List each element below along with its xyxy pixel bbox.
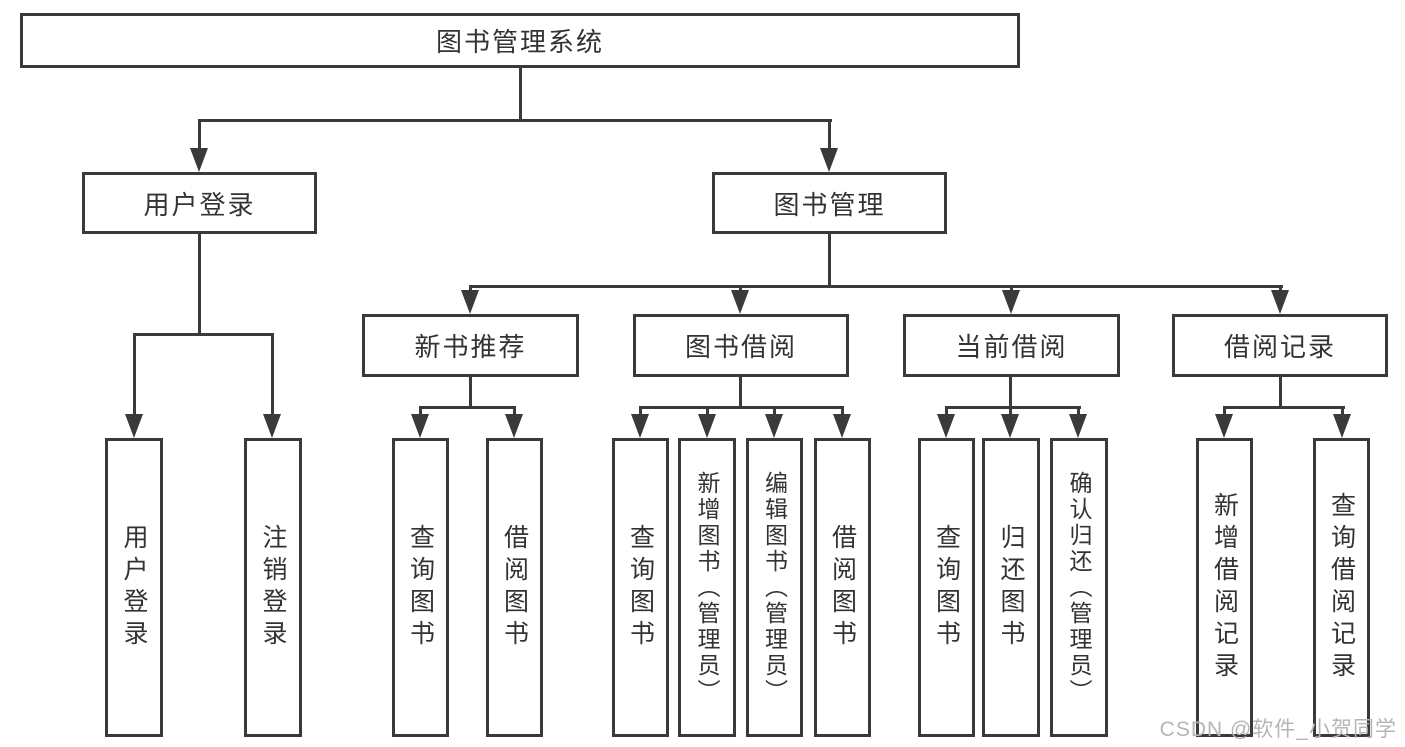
connector-current-drop-1 <box>945 406 948 416</box>
arrowhead-borrow-query <box>631 414 649 438</box>
arrowhead-user-login <box>190 148 208 172</box>
connector-user-bar <box>133 333 274 336</box>
node-new-books: 新书推荐 <box>362 314 579 377</box>
arrowhead-current-query <box>937 414 955 438</box>
leaf-current-confirm: 确认归还（管理员） <box>1050 438 1108 737</box>
node-current-borrow-label: 当前借阅 <box>955 332 1068 362</box>
connector-current-bar <box>945 406 1081 409</box>
node-user-login-label: 用户登录 <box>143 189 256 220</box>
leaf-borrow-edit: 编辑图书（管理员） <box>746 438 803 737</box>
leaf-current-return-label: 归还图书 <box>997 523 1025 652</box>
arrowhead-current-return <box>1001 414 1019 438</box>
connector-records-stem <box>1279 375 1282 409</box>
arrowhead-book-mgmt <box>820 148 838 172</box>
leaf-borrow-query-label: 查询图书 <box>626 523 655 652</box>
connector-mgmt-stem <box>828 232 831 288</box>
leaf-current-confirm-label: 确认归还（管理员） <box>1066 470 1092 705</box>
connector-user-drop-right <box>271 333 274 416</box>
leaf-borrow-query: 查询图书 <box>612 438 669 737</box>
connector-borrow-bar <box>639 406 844 409</box>
leaf-newbooks-borrow: 借阅图书 <box>486 438 543 737</box>
connector-mgmt-drop-3 <box>1010 285 1013 294</box>
node-book-borrow-label: 图书借阅 <box>684 332 797 362</box>
leaf-records-add-label: 新增借阅记录 <box>1210 491 1239 684</box>
arrowhead-current-borrow <box>1002 290 1020 314</box>
node-user-login: 用户登录 <box>82 172 317 234</box>
leaf-current-query-label: 查询图书 <box>932 523 961 652</box>
connector-mgmt-bar <box>469 285 1283 288</box>
node-book-borrow: 图书借阅 <box>633 314 849 377</box>
node-root: 图书管理系统 <box>20 13 1020 68</box>
connector-root-stem <box>519 66 522 122</box>
leaf-borrow-add-label: 新增图书（管理员） <box>694 470 720 705</box>
watermark-text: CSDN @软件_小贺同学 <box>1159 718 1397 741</box>
leaf-borrow-borrow-label: 借阅图书 <box>828 523 857 652</box>
leaf-borrow-edit-label: 编辑图书（管理员） <box>761 470 788 705</box>
connector-borrow-drop-2 <box>706 406 709 416</box>
arrowhead-leaf-logout <box>263 414 281 438</box>
connector-borrow-stem <box>739 375 742 409</box>
arrowhead-newbooks-query <box>411 414 429 438</box>
leaf-records-add: 新增借阅记录 <box>1196 438 1253 737</box>
node-borrow-records: 借阅记录 <box>1172 314 1388 377</box>
connector-newbooks-bar <box>419 406 516 409</box>
node-new-books-label: 新书推荐 <box>414 332 527 362</box>
connector-current-stem <box>1009 375 1012 409</box>
leaf-current-query: 查询图书 <box>918 438 975 737</box>
node-current-borrow: 当前借阅 <box>903 314 1120 377</box>
connector-newbooks-stem <box>469 375 472 409</box>
connector-borrow-drop-3 <box>773 406 776 416</box>
arrowhead-new-books <box>461 290 479 314</box>
connector-mgmt-drop-1 <box>469 285 472 294</box>
arrowhead-records-add <box>1215 414 1233 438</box>
node-book-mgmt: 图书管理 <box>712 172 947 234</box>
leaf-newbooks-query: 查询图书 <box>392 438 449 737</box>
connector-root-drop-right <box>828 119 831 151</box>
connector-newbooks-drop-2 <box>513 406 516 416</box>
leaf-logout: 注销登录 <box>244 438 302 737</box>
arrowhead-book-borrow <box>731 290 749 314</box>
arrowhead-newbooks-borrow <box>505 414 523 438</box>
connector-user-drop-left <box>133 333 136 416</box>
arrowhead-borrow-add <box>698 414 716 438</box>
connector-borrow-drop-1 <box>639 406 642 416</box>
connector-records-drop-2 <box>1341 406 1344 416</box>
arrowhead-borrow-records <box>1271 290 1289 314</box>
connector-current-drop-2 <box>1009 406 1012 416</box>
leaf-newbooks-query-label: 查询图书 <box>406 523 435 652</box>
node-book-mgmt-label: 图书管理 <box>773 189 886 220</box>
node-root-label: 图书管理系统 <box>435 27 604 57</box>
connector-root-drop-left <box>198 119 201 151</box>
leaf-user-login-label: 用户登录 <box>120 523 148 652</box>
leaf-records-query-label: 查询借阅记录 <box>1327 491 1356 684</box>
arrowhead-borrow-borrow <box>833 414 851 438</box>
connector-borrow-drop-4 <box>841 406 844 416</box>
leaf-user-login: 用户登录 <box>105 438 163 737</box>
connector-records-drop-1 <box>1223 406 1226 416</box>
connector-newbooks-drop-1 <box>419 406 422 416</box>
leaf-logout-label: 注销登录 <box>259 523 287 652</box>
connector-records-bar <box>1223 406 1345 409</box>
leaf-current-return: 归还图书 <box>982 438 1040 737</box>
arrowhead-borrow-edit <box>765 414 783 438</box>
leaf-newbooks-borrow-label: 借阅图书 <box>500 523 529 652</box>
connector-root-bar <box>198 119 832 122</box>
arrowhead-current-confirm <box>1069 414 1087 438</box>
arrowhead-leaf-user-login <box>125 414 143 438</box>
leaf-borrow-add: 新增图书（管理员） <box>678 438 736 737</box>
arrowhead-records-query <box>1333 414 1351 438</box>
leaf-records-query: 查询借阅记录 <box>1313 438 1370 737</box>
node-borrow-records-label: 借阅记录 <box>1223 332 1336 362</box>
connector-mgmt-drop-4 <box>1279 285 1282 294</box>
connector-user-stem <box>198 232 201 336</box>
connector-current-drop-3 <box>1077 406 1080 416</box>
leaf-borrow-borrow: 借阅图书 <box>814 438 871 737</box>
connector-mgmt-drop-2 <box>739 285 742 294</box>
